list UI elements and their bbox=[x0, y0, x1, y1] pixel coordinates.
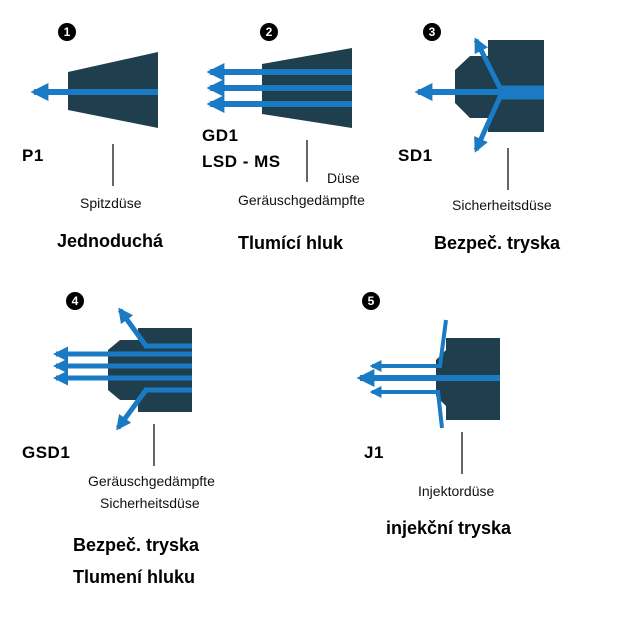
nozzle-4-german-name-line1: Geräuschgedämpfte bbox=[88, 473, 215, 489]
nozzle-1-german-name: Spitzdüse bbox=[80, 195, 142, 211]
nozzle-4-german-name-line2: Sicherheitsdüse bbox=[100, 495, 200, 511]
nozzle-4-code: GSD1 bbox=[22, 443, 71, 462]
nozzle-3-czech-name: Bezpeč. tryska bbox=[434, 233, 561, 253]
nozzle-4-czech-name-line2: Tlumení hluku bbox=[73, 567, 196, 587]
nozzle-2-drawing bbox=[206, 48, 352, 182]
nozzle-2-german-name-line2: Geräuschgedämpfte bbox=[238, 192, 365, 208]
nozzle-4-czech-name-line1: Bezpeč. tryska bbox=[73, 535, 200, 555]
nozzle-5-czech-name: injekční tryska bbox=[386, 518, 512, 538]
nozzle-1-code: P1 bbox=[22, 146, 44, 165]
nozzle-4-number: 4 bbox=[66, 292, 84, 310]
nozzle-5-number: 5 bbox=[362, 292, 380, 310]
nozzle-5-drawing bbox=[356, 319, 500, 474]
nozzle-4-body bbox=[108, 328, 192, 412]
nozzle-2-number: 2 bbox=[260, 23, 278, 41]
nozzle-1-drawing bbox=[30, 52, 158, 186]
nozzle-4-airflow-arrow-up bbox=[117, 307, 192, 349]
nozzle-2-code-alt: LSD - MS bbox=[202, 152, 281, 171]
nozzle-1-number: 1 bbox=[58, 23, 76, 41]
nozzle-5-code: J1 bbox=[364, 443, 384, 462]
nozzle-3-german-name: Sicherheitsdüse bbox=[452, 197, 552, 213]
nozzle-3-drawing bbox=[414, 37, 544, 190]
nozzle-4-drawing bbox=[53, 307, 192, 466]
nozzle-3-airflow-arrow-down bbox=[473, 94, 544, 153]
nozzle-4-airflow-arrow-down bbox=[115, 387, 192, 431]
nozzle-5-airflow-arrow-upper bbox=[369, 319, 448, 372]
nozzle-1-czech-name: Jednoduchá bbox=[57, 231, 164, 251]
nozzle-2-code: GD1 bbox=[202, 126, 239, 145]
nozzle-3-code: SD1 bbox=[398, 146, 433, 165]
nozzle-3-airflow-arrow-up bbox=[473, 37, 544, 91]
nozzle-5-german-name: Injektordüse bbox=[418, 483, 495, 499]
nozzle-2-czech-name: Tlumící hluk bbox=[238, 233, 344, 253]
nozzle-5-airflow-arrow-lower bbox=[369, 386, 444, 429]
nozzle-3-number: 3 bbox=[423, 23, 441, 41]
nozzle-2-german-name-line1: Düse bbox=[327, 170, 360, 186]
